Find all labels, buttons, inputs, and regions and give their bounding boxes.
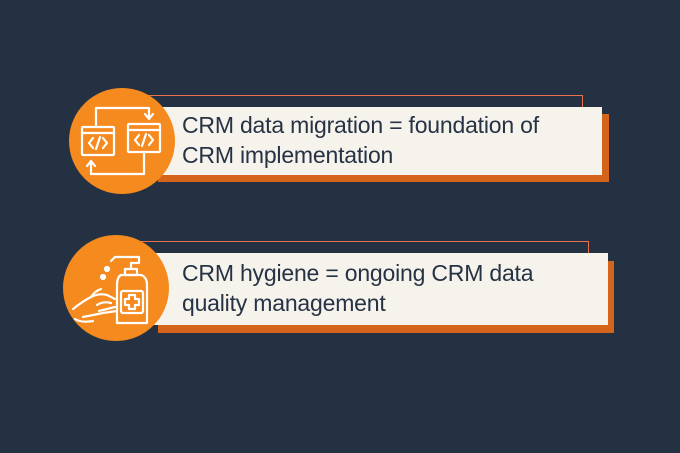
card-outline xyxy=(118,95,583,110)
card-text-line-2: CRM implementation xyxy=(182,142,394,168)
card-body xyxy=(150,253,608,325)
card-text-line-2: quality management xyxy=(182,290,386,316)
code-migration-icon xyxy=(69,88,175,194)
card-body xyxy=(150,107,602,175)
hand-sanitizer-icon xyxy=(63,235,169,341)
card-outline xyxy=(118,241,589,256)
card-text-line-1: CRM data migration = foundation of xyxy=(182,112,539,138)
card-text-line-1: CRM hygiene = ongoing CRM data xyxy=(182,260,534,286)
